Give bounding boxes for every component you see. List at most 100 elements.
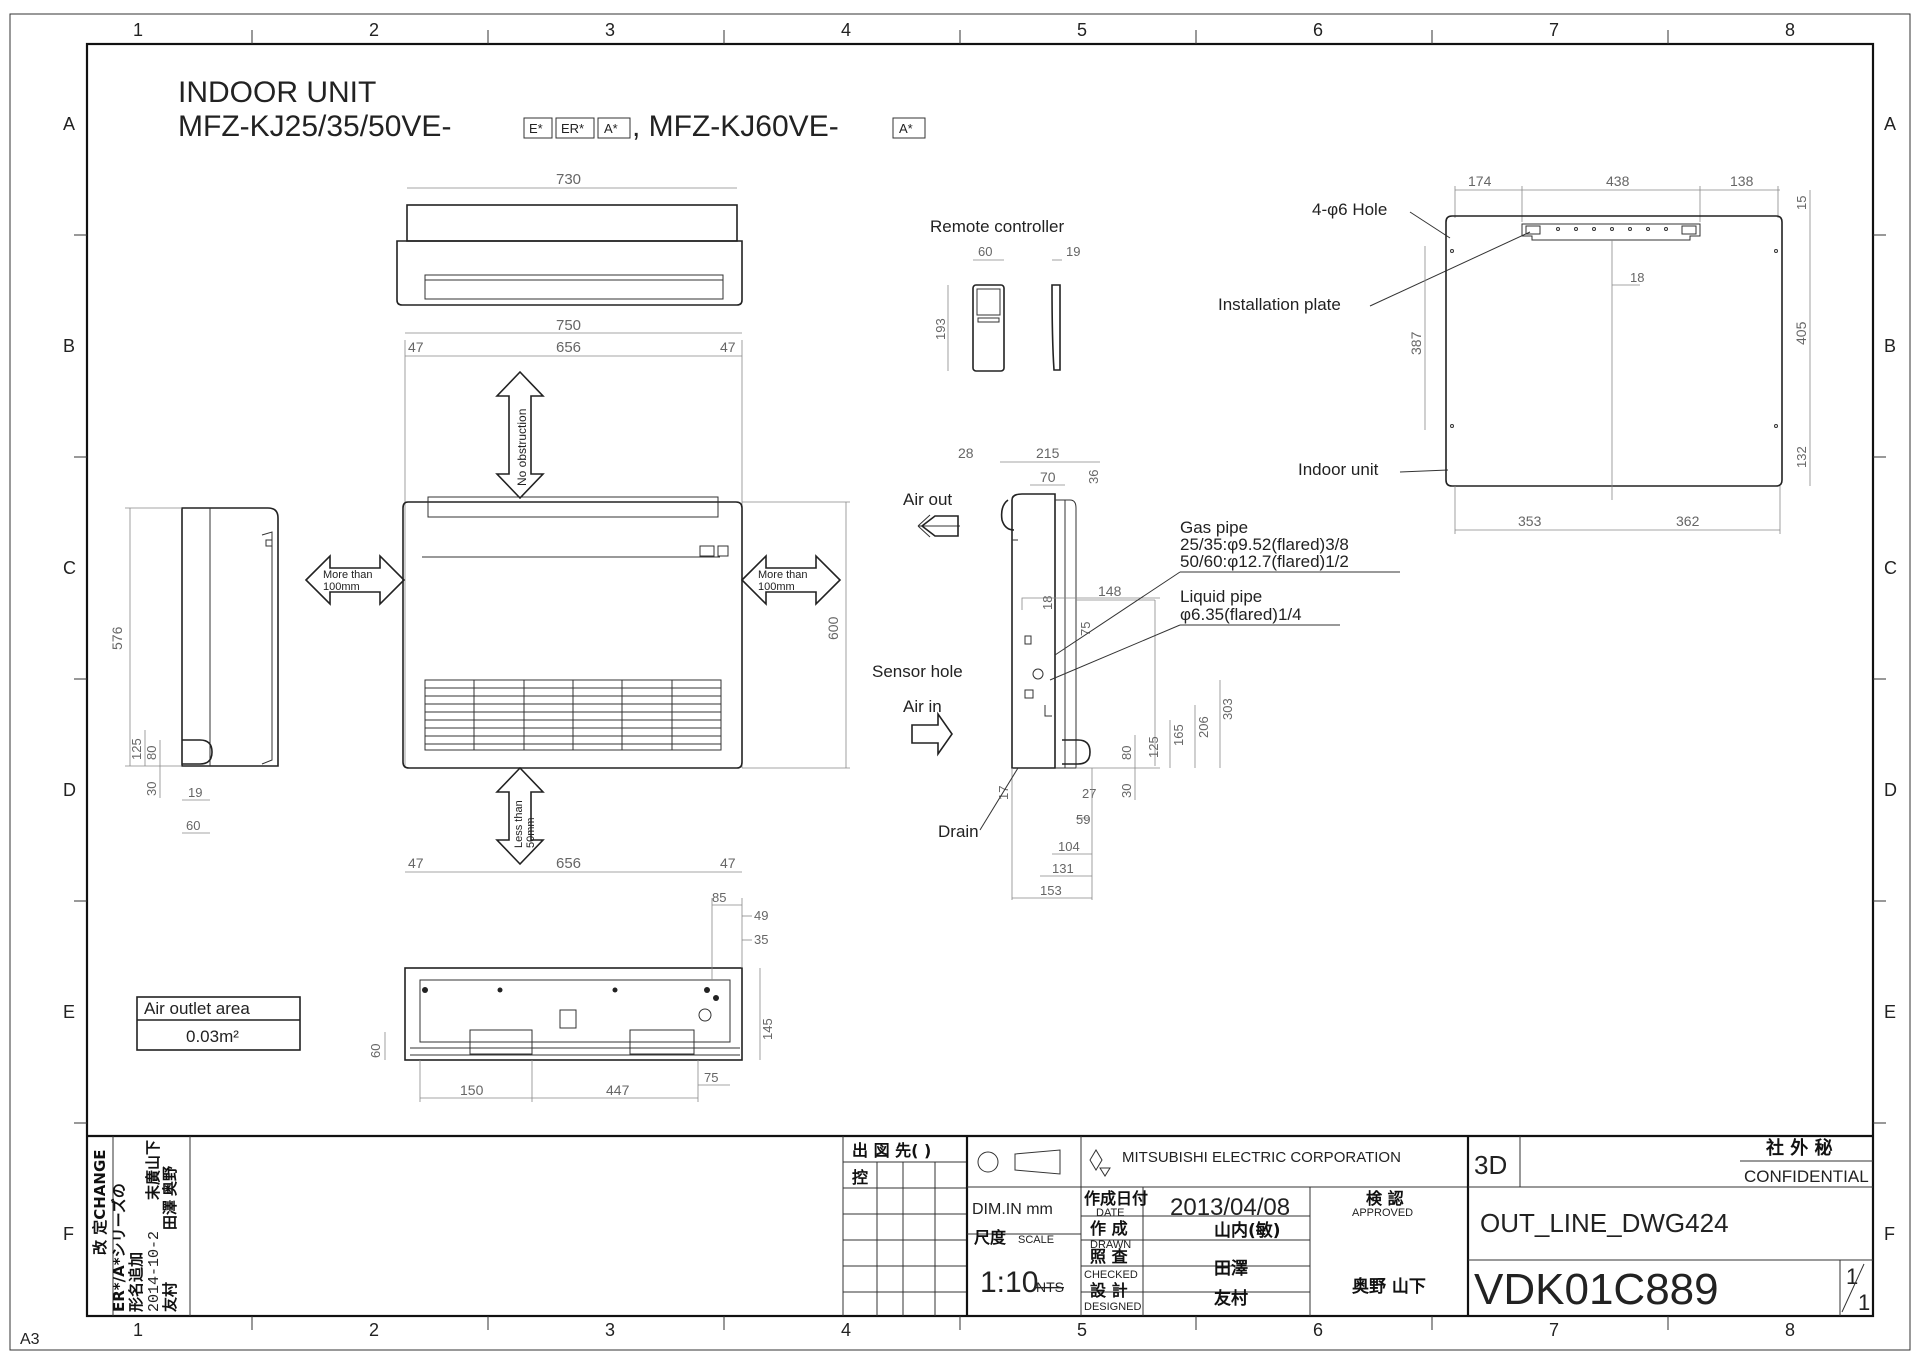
dim-front-47-right: 47: [720, 339, 736, 355]
designed-en-label: DESIGNED: [1084, 1301, 1142, 1313]
dim-back-405: 405: [1793, 321, 1809, 345]
sheet-total: 1: [1858, 1290, 1870, 1315]
dim-right-70: 70: [1040, 469, 1056, 485]
dim-front-600: 600: [825, 616, 841, 640]
designed-jp-label: 設 計: [1090, 1281, 1128, 1300]
three-d-label: 3D: [1474, 1150, 1507, 1180]
row-label-b: B: [63, 336, 75, 356]
revision-name-4: 奥野: [161, 1166, 179, 1196]
dim-right-148: 148: [1098, 583, 1122, 599]
col-label-6-bottom: 6: [1313, 1320, 1323, 1340]
dim-front-bottom-656: 656: [556, 855, 581, 872]
dim-back-353: 353: [1518, 513, 1542, 529]
right-side-view: 28 215 70 36 18 75 148 303 206 165 125 8…: [872, 445, 1400, 900]
dim-right-17: 17: [996, 786, 1011, 800]
row-label-a-right: A: [1884, 114, 1896, 134]
dim-left-125: 125: [129, 738, 144, 760]
less-than-label: Less than: [513, 800, 525, 848]
dim-right-215: 215: [1036, 445, 1060, 461]
dim-bottom-35: 35: [754, 932, 768, 947]
more-than-left-label: More than: [323, 569, 373, 581]
dim-right-206: 206: [1196, 716, 1211, 738]
revision-date: 2014-10-2: [146, 1231, 163, 1312]
gas-pipe-line1: 25/35:φ9.52(flared)3/8: [1180, 535, 1349, 554]
col-label-2-bottom: 2: [369, 1320, 379, 1340]
approved-jp-label: 検 認: [1366, 1189, 1404, 1208]
dim-right-59: 59: [1076, 812, 1090, 827]
projection-symbol-circle: [977, 1151, 999, 1173]
dim-front-750: 750: [556, 317, 581, 334]
scale-en-label: SCALE: [1018, 1234, 1054, 1246]
dim-front-bottom-47-left: 47: [408, 855, 424, 871]
confidential-en-label: CONFIDENTIAL: [1744, 1167, 1869, 1186]
mitsubishi-logo-icon: [1089, 1149, 1111, 1177]
checked-jp-label: 照 査: [1090, 1247, 1128, 1266]
date-en-label: DATE: [1096, 1207, 1125, 1219]
dim-bottom-49: 49: [754, 908, 768, 923]
title-box-3: [597, 117, 631, 139]
scale-jp-label: 尺度: [974, 1228, 1007, 1247]
col-label-4-bottom: 4: [841, 1320, 851, 1340]
front-view: 750 47 656 47 600 No obstr: [304, 317, 850, 873]
dim-bottom-145: 145: [760, 1018, 775, 1040]
title-box-4-text: A*: [899, 121, 913, 136]
dim-remote-19: 19: [1066, 244, 1080, 259]
row-label-f: F: [63, 1224, 74, 1244]
change-label: 改 定CHANGE: [91, 1149, 109, 1255]
title-box-1: [523, 117, 553, 139]
title-box-3-text: A*: [604, 121, 618, 136]
checked-name: 田澤: [1214, 1259, 1248, 1279]
dim-right-303: 303: [1220, 698, 1235, 720]
row-label-e-right: E: [1884, 1002, 1896, 1022]
title-box-4: [892, 117, 926, 139]
col-label-7: 7: [1549, 20, 1559, 40]
air-out-label: Air out: [903, 490, 952, 509]
remote-controller-label: Remote controller: [930, 217, 1065, 236]
col-label-8: 8: [1785, 20, 1795, 40]
top-view: 730: [396, 171, 743, 306]
dim-left-19: 19: [188, 785, 202, 800]
dim-front-bottom-47-right: 47: [720, 855, 736, 871]
drawing-number: VDK01C889: [1474, 1265, 1719, 1314]
dim-back-18: 18: [1630, 270, 1644, 285]
row-label-c-right: C: [1884, 558, 1897, 578]
dim-right-153: 153: [1040, 883, 1062, 898]
liquid-pipe-label: Liquid pipe: [1180, 587, 1262, 606]
approved-en-label: APPROVED: [1352, 1207, 1413, 1219]
dim-right-104: 104: [1058, 839, 1080, 854]
revision-name-5: 友村: [161, 1282, 179, 1312]
hole-label: 4-φ6 Hole: [1312, 200, 1387, 219]
dim-left-30: 30: [144, 782, 159, 796]
sheet-size-label: A3: [20, 1331, 40, 1348]
drawn-name: 山内(敏): [1214, 1220, 1281, 1241]
dim-remote-193: 193: [933, 318, 948, 340]
row-label-a: A: [63, 114, 75, 134]
drawing-name: OUT_LINE_DWG424: [1480, 1208, 1729, 1238]
nts-label: NTS: [1036, 1279, 1064, 1295]
dim-back-387: 387: [1408, 331, 1424, 355]
col-label-6: 6: [1313, 20, 1323, 40]
dim-left-576: 576: [109, 626, 125, 650]
less-than-value: 50mm: [525, 817, 537, 848]
air-outlet-area-box: Air outlet area 0.03m²: [136, 996, 301, 1051]
air-outlet-value: 0.03m²: [186, 1027, 239, 1046]
sheet-number: 1: [1846, 1264, 1858, 1289]
row-label-e: E: [63, 1002, 75, 1022]
dim-front-47-left: 47: [408, 339, 424, 355]
scale-value: 1:10: [980, 1266, 1038, 1299]
less-than-arrow: [495, 766, 545, 866]
row-label-c: C: [63, 558, 76, 578]
row-label-d-right: D: [1884, 780, 1897, 800]
gas-pipe-label: Gas pipe: [1180, 518, 1248, 537]
more-than-right-arrow: [740, 554, 842, 606]
dim-right-131: 131: [1052, 861, 1074, 876]
checked-en-label: CHECKED: [1084, 1269, 1138, 1281]
dim-right-28: 28: [958, 445, 974, 461]
row-label-b-right: B: [1884, 336, 1896, 356]
more-than-right-value: 100mm: [758, 581, 795, 593]
revision-name-2: 山下: [144, 1140, 162, 1170]
no-obstruction-arrow: [495, 370, 545, 500]
dim-bottom-150: 150: [460, 1082, 484, 1098]
drain-label: Drain: [938, 822, 979, 841]
dim-bottom-447: 447: [606, 1082, 630, 1098]
